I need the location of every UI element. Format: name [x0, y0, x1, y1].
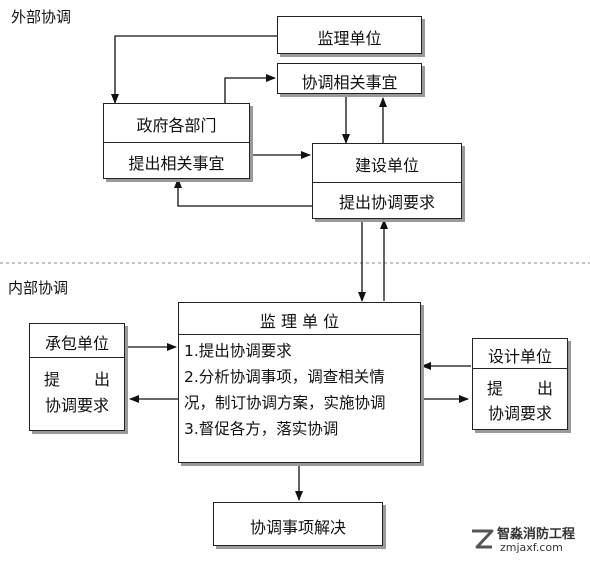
- external-coordination-label: 外部协调: [11, 8, 72, 26]
- internal-supervisor-divider: [179, 334, 420, 335]
- designer-action-line2: 协调要求: [487, 404, 552, 423]
- internal-supervisor-box: 监 理 单 位 1.提出协调要求 2.分析协调事项，调查相关情 况，制订协调方案…: [178, 302, 421, 463]
- contractor-box: 承包单位 提 出 协调要求: [29, 323, 125, 431]
- result-box: 协调事项解决: [213, 502, 383, 546]
- external-supervisor-title: 监理单位: [317, 29, 382, 48]
- arrow-government-to-matters: [224, 74, 276, 103]
- construction-divider: [313, 182, 461, 183]
- contractor-action-line1: 提 出: [30, 366, 124, 390]
- construction-box: 建设单位 提出协调要求: [312, 143, 462, 219]
- government-action: 提出相关事宜: [128, 154, 225, 173]
- supervisor-step: 3.督促各方，落实协调: [184, 420, 339, 438]
- result-title: 协调事项解决: [249, 518, 346, 537]
- watermark-brand: 智淼消防工程: [497, 527, 576, 542]
- supervisor-step: 况，制订协调方案，实施协调: [184, 394, 386, 412]
- construction-action: 提出协调要求: [338, 193, 435, 212]
- coordination-matters-box: 协调相关事宜: [277, 63, 422, 94]
- internal-supervisor-title: 监 理 单 位: [259, 312, 340, 331]
- supervisor-steps: 1.提出协调要求 2.分析协调事项，调查相关情 况，制订协调方案，实施协调 3.…: [184, 338, 415, 442]
- government-title: 政府各部门: [136, 116, 217, 135]
- designer-title: 设计单位: [487, 347, 552, 366]
- government-divider: [104, 142, 249, 143]
- designer-action-line1: 提 出: [473, 375, 567, 399]
- internal-coordination-label: 内部协调: [8, 279, 69, 297]
- designer-divider: [473, 368, 567, 369]
- contractor-action-line2: 协调要求: [44, 396, 109, 415]
- contractor-title: 承包单位: [44, 334, 109, 353]
- watermark-logo-icon: [472, 529, 494, 549]
- arrow-supervisor-to-government: [111, 35, 277, 104]
- designer-action-char: 出: [536, 379, 553, 398]
- coordination-matters-title: 协调相关事宜: [301, 73, 398, 92]
- government-box: 政府各部门 提出相关事宜: [103, 103, 250, 179]
- designer-box: 设计单位 提 出 协调要求: [472, 338, 568, 430]
- contractor-action-char: 提: [44, 370, 61, 389]
- supervisor-step: 2.分析协调事项，调查相关情: [184, 368, 385, 386]
- contractor-divider: [30, 357, 124, 358]
- construction-title: 建设单位: [354, 156, 419, 175]
- contractor-action-char: 出: [93, 370, 110, 389]
- watermark-url: zmjaxf.com: [500, 541, 563, 554]
- designer-action-char: 提: [487, 379, 504, 398]
- supervisor-step: 1.提出协调要求: [184, 342, 292, 360]
- external-supervisor-box: 监理单位: [277, 16, 422, 54]
